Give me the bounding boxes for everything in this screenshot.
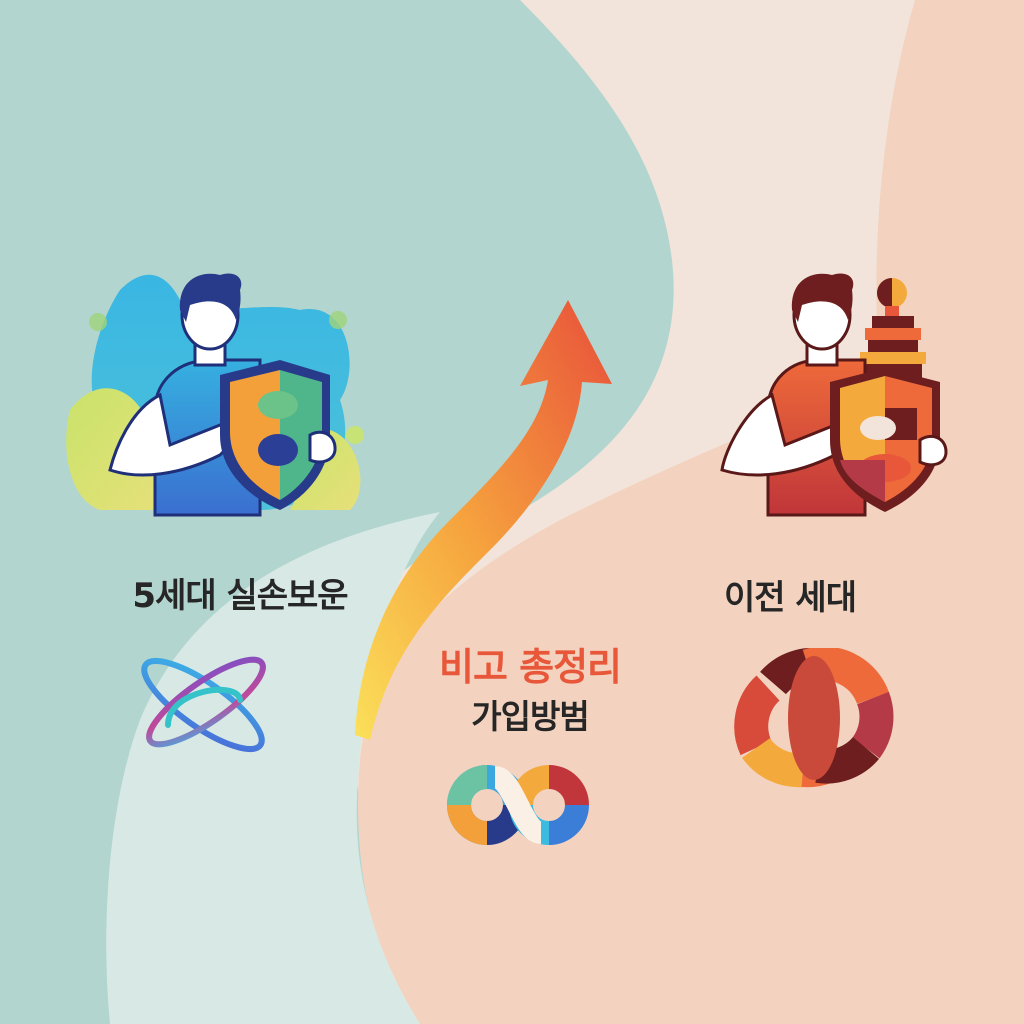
person-holding-shield-blue (66, 273, 364, 517)
center-title: 비고 총정리 (438, 645, 622, 689)
section-label-5th-gen: 5세대 실손보운 (132, 576, 348, 616)
center-subtitle: 가입방범 (471, 697, 589, 736)
overlapping-rings-icon (734, 648, 894, 788)
interlocking-orbits-icon (141, 656, 266, 753)
infinity-icon (447, 765, 589, 845)
rising-arrow-icon (355, 300, 612, 740)
person-holding-shield-orange (720, 273, 948, 517)
section-label-previous-gen: 이전 세대 (724, 578, 857, 618)
